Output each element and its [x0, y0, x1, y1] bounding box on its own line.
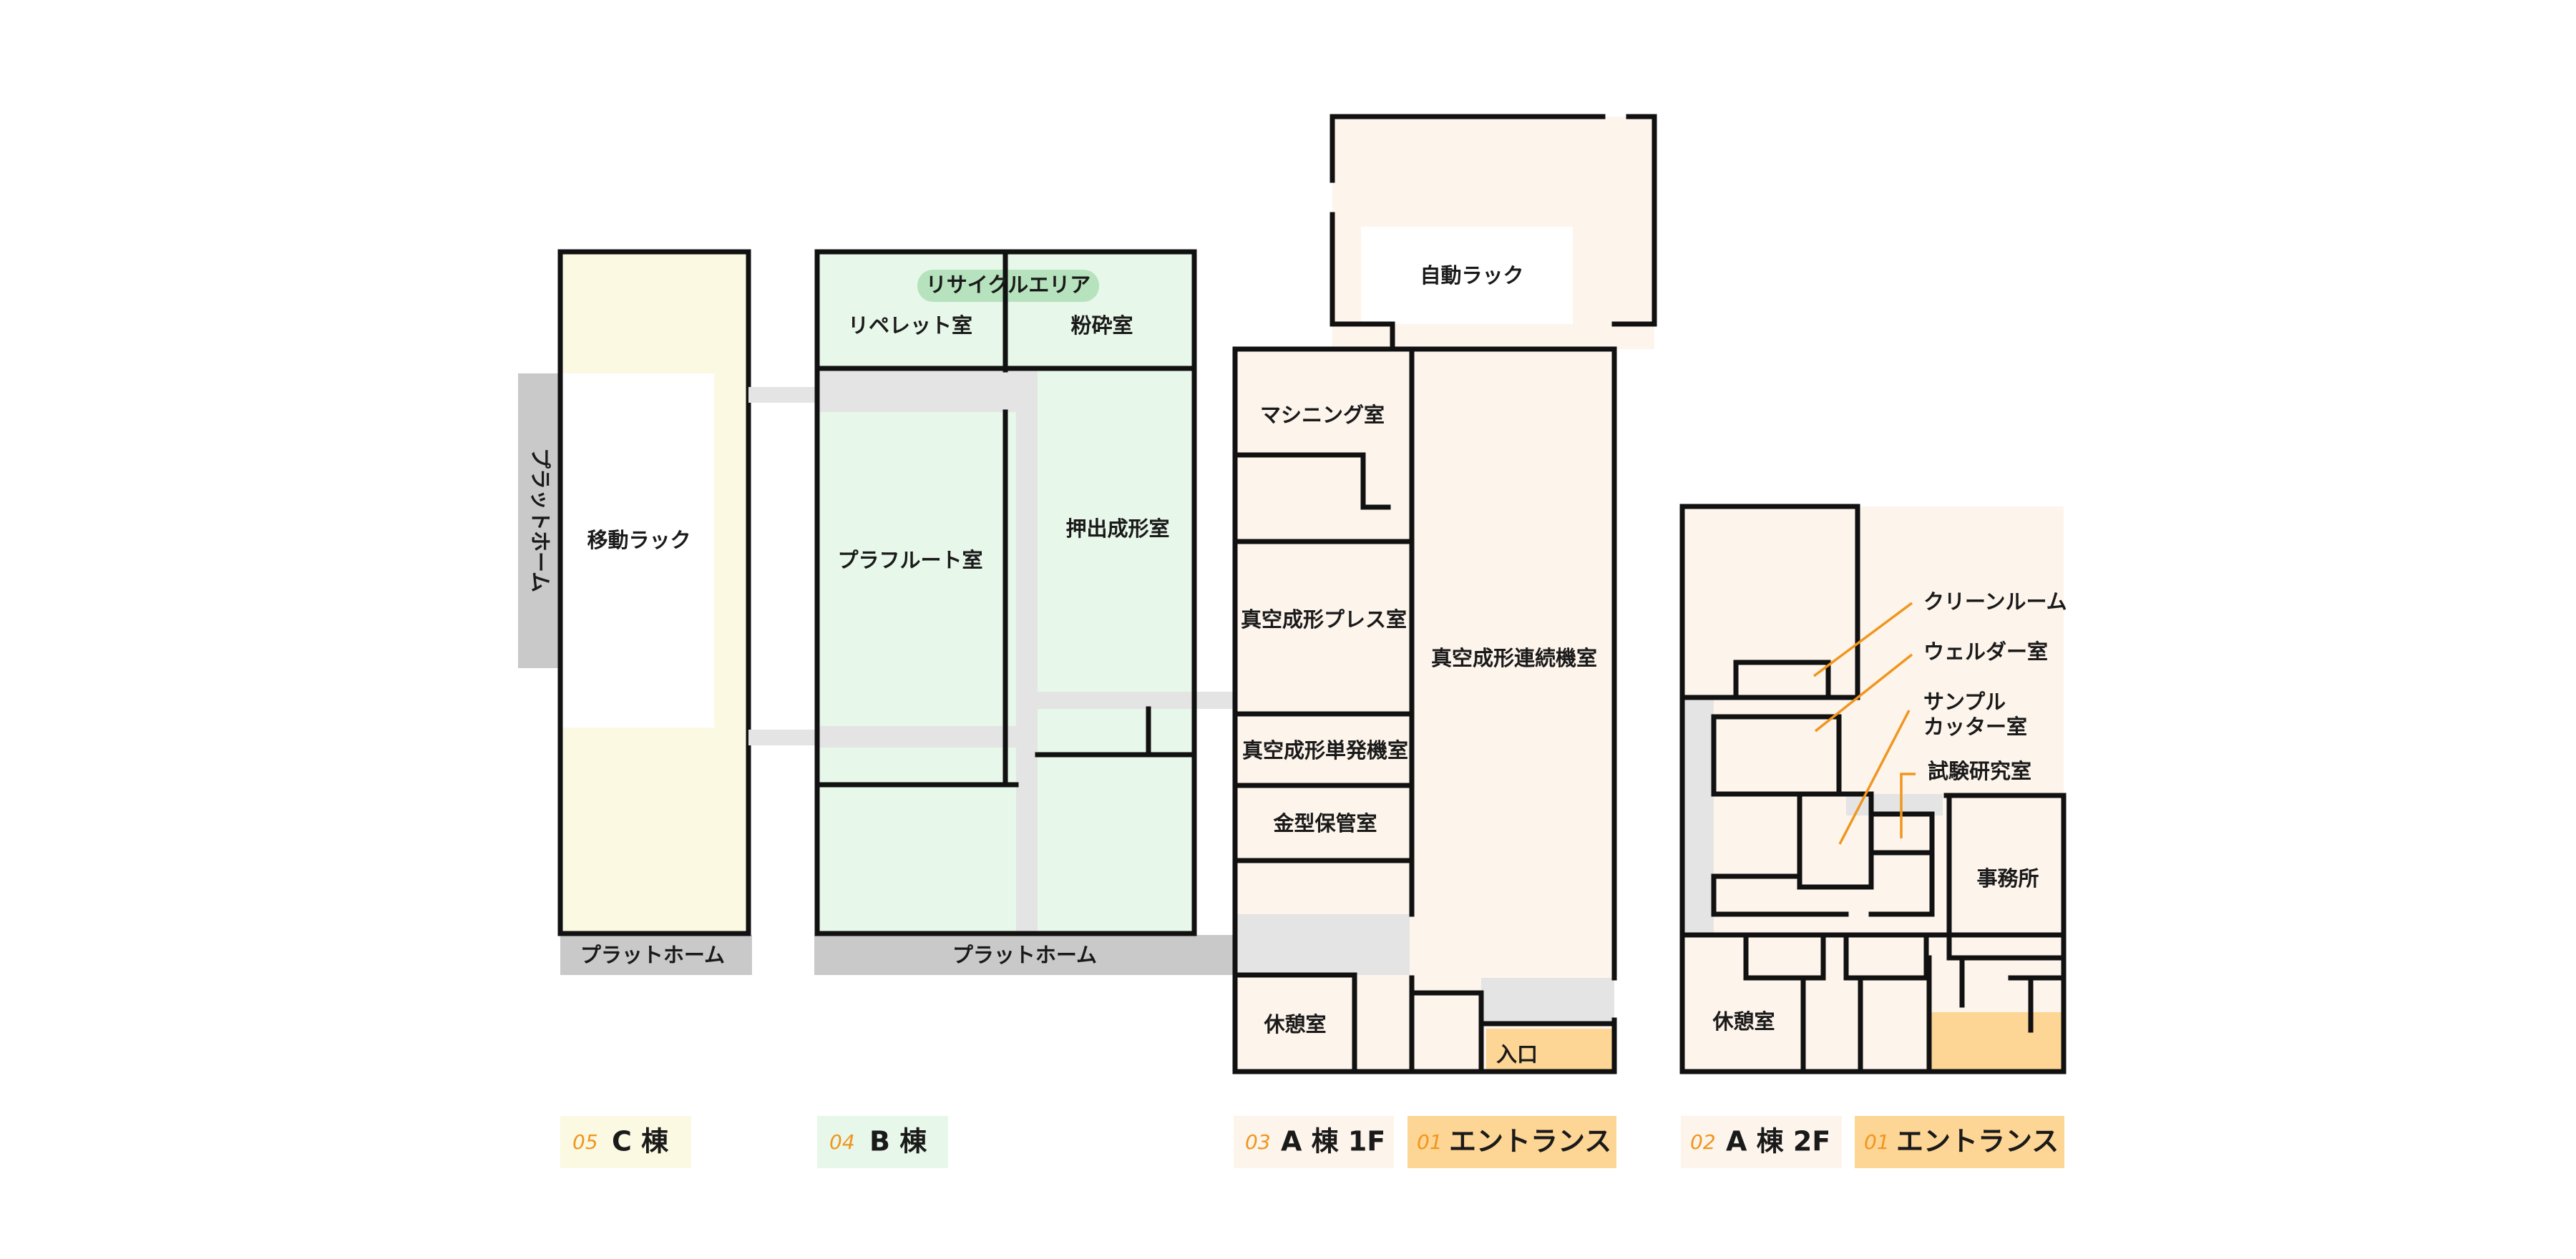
building-c: 移動ラック プラットホーム プラットホーム [518, 249, 752, 975]
recycle-area-label: リサイクルエリア [926, 273, 1091, 297]
sample-cutter-label-line2: カッター室 [1923, 715, 2027, 739]
corridor-b-lower [817, 726, 1038, 748]
auto-rack-wing-walls [1330, 114, 1657, 352]
office-label: 事務所 [1976, 866, 2039, 891]
building-a-1f: 自動ラック マシニング室 真空成形プレス室 真空成形連続機室 真空成形単発機室 … [1232, 114, 1657, 1074]
plaflute-room-label: プラフルート室 [837, 548, 982, 572]
platform-c-side-label: プラットホーム [528, 448, 552, 592]
auto-rack-label: 自動ラック [1420, 263, 1523, 288]
break-room-2f-label: 休憩室 [1712, 1009, 1775, 1034]
corridor-b-top [817, 370, 1038, 412]
corridor-a-2f [1682, 697, 1714, 934]
building-c-walls [557, 249, 751, 936]
recycle-area-badge [917, 270, 1099, 302]
legend-item-building-b: 04 B 棟 [817, 1116, 948, 1168]
building-a-2f: 休憩室 事務所 [1679, 504, 2067, 1074]
platform-c-side [518, 373, 560, 668]
legend-swatch-building-a-1f [1234, 1116, 1394, 1168]
break-room-1f-label: 休憩室 [1263, 1012, 1326, 1037]
entrance-area [1486, 1029, 1614, 1072]
corridor-a-1f-lower [1235, 914, 1410, 975]
legend-item-building-a-2f: 02 A 棟 2F [1681, 1116, 1842, 1168]
building-b: リサイクルエリア リペレット室 粉砕室 プラフルート室 押出成形室 プラットホー… [814, 249, 1410, 975]
platform-c-bottom [560, 935, 752, 975]
legend-swatch-building-a-2f [1681, 1116, 1842, 1168]
entrance-1f-label: 入口 [1496, 1042, 1538, 1067]
legend-swatch-entrance-1f [1407, 1116, 1616, 1168]
mold-storage-room-label: 金型保管室 [1272, 811, 1377, 836]
legend-number: 05 [572, 1130, 598, 1154]
test-lab-label: 試験研究室 [1928, 759, 2031, 783]
corridor-a-1f-entrance [1481, 978, 1614, 1024]
repellet-room-label: リペレット室 [848, 313, 972, 338]
vacuum-single-room-label: 真空成形単発機室 [1242, 738, 1408, 763]
legend-label: エントランス [1449, 1126, 1611, 1157]
platform-b-bottom [814, 935, 1237, 975]
callouts-2f: クリーンルーム ウェルダー室 サンプル カッター室 試験研究室 [1813, 589, 2067, 845]
legend: 05 C 棟 04 B 棟 03 A 棟 1F 01 エントランス 02 A 棟… [560, 1116, 2064, 1168]
corridor-b-vertical [1016, 370, 1038, 934]
callout-line-test-lab [1900, 773, 1916, 838]
extrusion-room-label: 押出成形室 [1065, 516, 1169, 541]
platform-c-bottom-label: プラットホーム [580, 943, 725, 967]
moving-rack-label: 移動ラック [587, 528, 691, 552]
legend-item-building-a-1f: 03 A 棟 1F [1234, 1116, 1394, 1168]
machining-inner-walls [1232, 452, 1391, 510]
callout-line-welder-room [1814, 653, 1913, 733]
callout-line-clean-room [1813, 602, 1913, 677]
auto-rack-area [1361, 227, 1573, 324]
vacuum-continuous-room-label: 真空成形連続機室 [1431, 646, 1597, 670]
sample-cutter-label-line1: サンプル [1923, 690, 2006, 714]
moving-rack-area [560, 373, 714, 728]
legend-swatch-building-b [817, 1116, 948, 1168]
legend-item-building-c: 05 C 棟 [560, 1116, 691, 1168]
legend-label: エントランス [1896, 1126, 2059, 1157]
legend-item-entrance-2f: 01 エントランス [1855, 1116, 2064, 1168]
legend-label: B 棟 [869, 1126, 927, 1157]
legend-number: 04 [829, 1130, 855, 1154]
legend-label: C 棟 [612, 1126, 669, 1157]
legend-number: 01 [1864, 1130, 1890, 1154]
welder-room-label: ウェルダー室 [1923, 640, 2048, 664]
legend-label: A 棟 2F [1726, 1126, 1830, 1157]
corridor-c-b-upper [748, 387, 817, 403]
legend-swatch-building-c [560, 1116, 691, 1168]
building-a-2f-inner-walls [1679, 660, 2067, 1074]
legend-swatch-entrance-2f [1855, 1116, 2064, 1168]
machining-room-label: マシニング室 [1260, 403, 1385, 427]
entrance-2f-area [1929, 1012, 2064, 1072]
building-a-2f-walls [1679, 504, 2067, 1074]
clean-room-label: クリーンルーム [1923, 589, 2067, 614]
corridor-c-b-lower [748, 730, 817, 745]
legend-number: 02 [1690, 1130, 1716, 1154]
legend-number: 03 [1245, 1130, 1271, 1154]
legend-item-entrance-1f: 01 エントランス [1407, 1116, 1616, 1168]
building-b-inner-walls [814, 249, 1197, 788]
building-a-1f-walls [1232, 346, 1617, 1074]
platform-b-bottom-label: プラットホーム [952, 943, 1097, 967]
vacuum-press-room-label: 真空成形プレス室 [1241, 607, 1407, 632]
crushing-room-label: 粉砕室 [1070, 313, 1133, 338]
legend-label: A 棟 1F [1281, 1126, 1385, 1157]
legend-number: 01 [1417, 1130, 1443, 1154]
callout-line-sample-cutter [1838, 710, 1911, 845]
